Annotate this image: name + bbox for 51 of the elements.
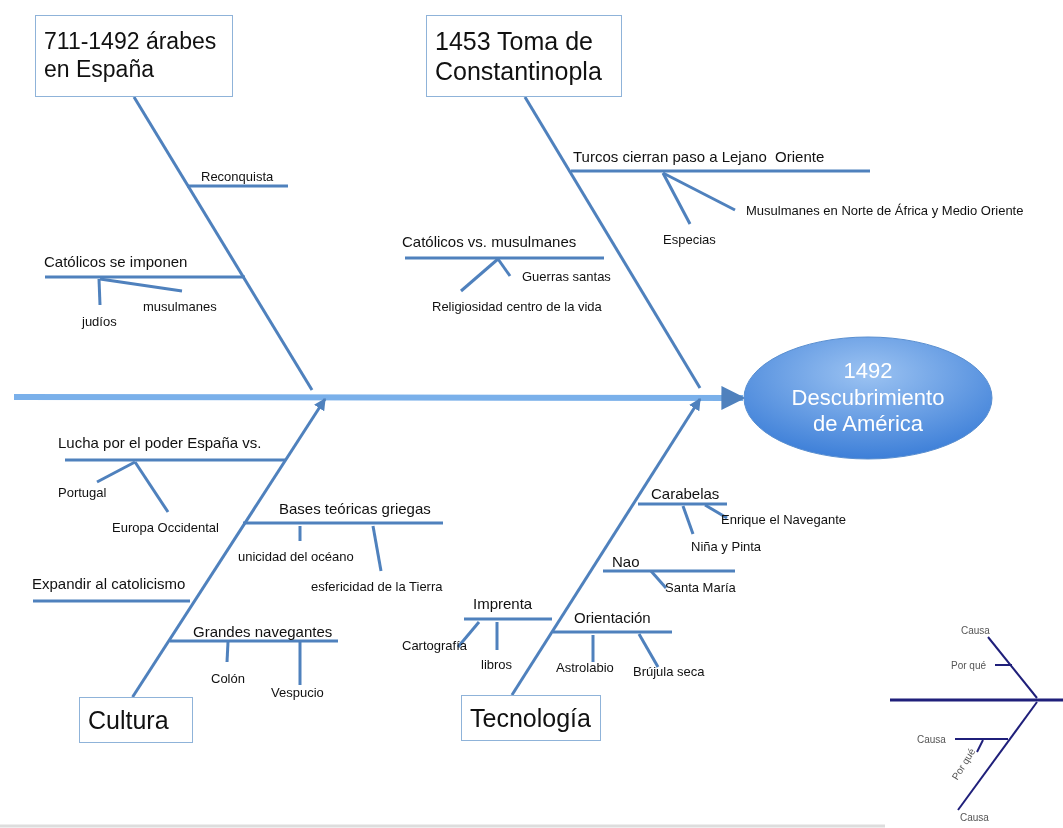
category-text: 711-1492 árabes en España xyxy=(44,28,218,84)
category-box xyxy=(35,15,233,97)
cause-label: Bases teóricas griegas xyxy=(279,500,431,518)
cause-label: Grandes navegantes xyxy=(193,623,333,641)
sub-cause-label: Niña y Pinta xyxy=(691,539,762,555)
category-text: Cultura xyxy=(88,705,169,735)
spine-arrow xyxy=(14,385,746,410)
cause-label: Orientación xyxy=(574,609,651,627)
sub-cause-label: Colón xyxy=(211,671,245,687)
sub-cause-label: Guerras santas xyxy=(522,269,611,285)
sub-cause-label: Especias xyxy=(663,232,716,248)
sub-cause-label: libros xyxy=(481,657,513,673)
bone-line xyxy=(523,96,702,389)
example-label: Causa xyxy=(961,624,990,636)
example-label: Causa xyxy=(917,733,946,745)
sub-cause-label: Astrolabio xyxy=(556,660,614,676)
cause-label: Nao xyxy=(612,553,640,571)
sub-cause-label: Portugal xyxy=(58,485,107,501)
sub-cause-label: Vespucio xyxy=(271,685,324,701)
sub-cause-label: Enrique el Navegante xyxy=(721,512,847,528)
effect-text: 1492 Descubrimiento de América xyxy=(790,358,946,438)
sub-cause-label: esfericidad de la Tierra xyxy=(311,579,443,595)
category-box xyxy=(461,695,601,741)
sub-cause-label: unicidad del océano xyxy=(238,549,354,565)
cause-label: Carabelas xyxy=(651,485,720,503)
example-label: Causa xyxy=(960,811,989,823)
cause-label: Imprenta xyxy=(473,595,533,613)
cause-label: Católicos se imponen xyxy=(44,253,188,271)
sub-cause-label: Europa Occidental xyxy=(112,520,219,536)
sub-cause-label: judíos xyxy=(82,314,117,330)
sub-cause-label: Musulmanes en Norte de África y Medio Oriente xyxy=(746,203,1024,219)
sub-cause-label: musulmanes xyxy=(143,299,217,315)
example-label: Por qué xyxy=(951,659,987,671)
bone-arrow xyxy=(131,398,327,698)
category-box xyxy=(79,697,193,743)
sub-cause-label: Brújula seca xyxy=(633,664,705,680)
cause-label: Expandir al catolicismo xyxy=(32,575,186,593)
category-text: 1453 Toma de Constantinopla xyxy=(435,26,603,86)
example-label: Por qué xyxy=(949,746,978,782)
bone-arrow xyxy=(510,398,702,696)
cause-label: Turcos cierran paso a Lejano Oriente xyxy=(573,148,825,166)
cause-label: Lucha por el poder España vs. xyxy=(58,434,262,452)
sub-cause-label: Religiosidad centro de la vida xyxy=(432,299,602,315)
category-box xyxy=(426,15,622,97)
sub-cause-label: Cartografía xyxy=(402,638,468,654)
bone-line xyxy=(132,96,314,391)
effect-ellipse xyxy=(743,336,993,460)
sub-cause-label: Reconquista xyxy=(201,169,274,185)
category-text: Tecnología xyxy=(470,703,591,733)
cause-label: Católicos vs. musulmanes xyxy=(402,233,577,251)
sub-cause-label: Santa María xyxy=(665,580,736,596)
